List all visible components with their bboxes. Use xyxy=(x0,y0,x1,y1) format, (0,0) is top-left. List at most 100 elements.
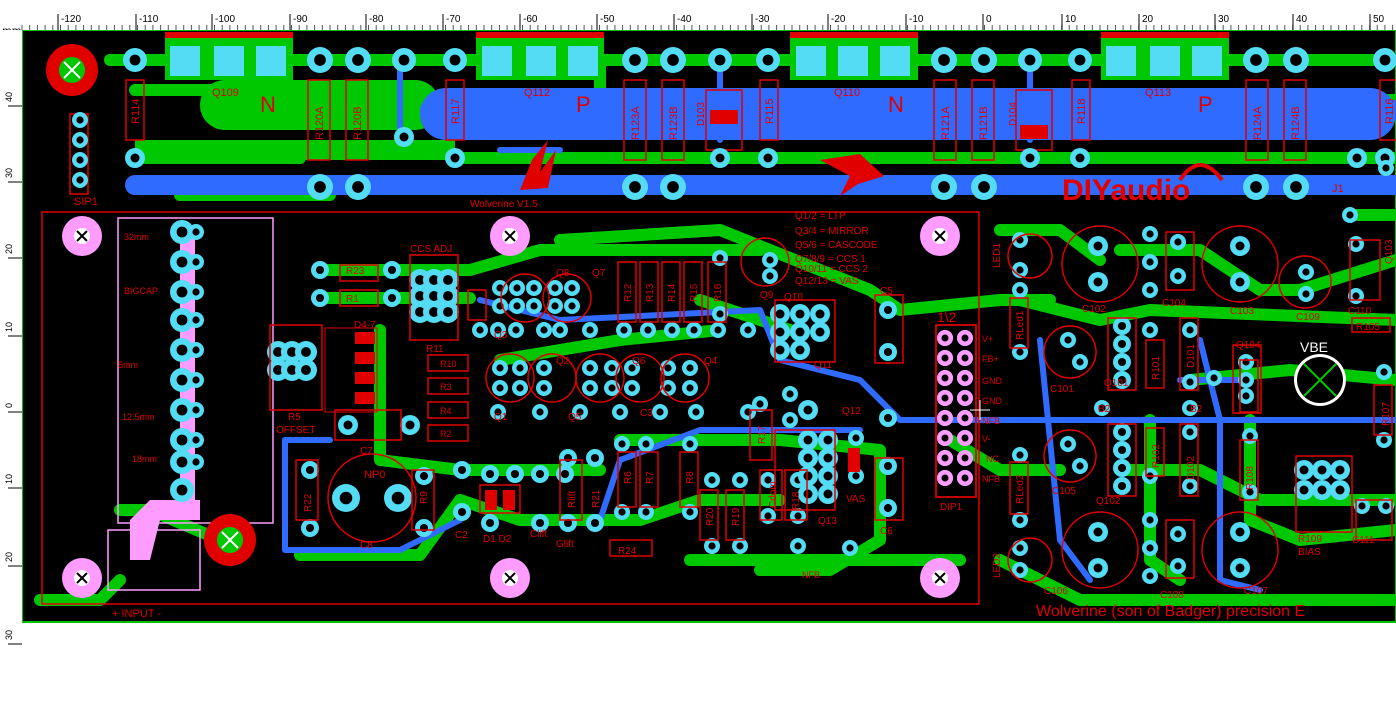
pad-hole xyxy=(1242,392,1250,400)
label-q5: Q5 xyxy=(568,412,582,423)
pad-hole xyxy=(305,523,315,533)
pad-hole xyxy=(608,384,616,392)
label-nfb: NFB xyxy=(802,570,820,580)
pad-hole xyxy=(628,384,636,392)
pad-hole xyxy=(1146,326,1154,334)
pad-hole xyxy=(1235,241,1245,251)
pad-hole xyxy=(618,440,626,448)
label-q11: Q11 xyxy=(814,360,833,371)
pad-hole xyxy=(130,153,140,163)
pad-hole xyxy=(852,472,860,480)
label-p1: P xyxy=(576,92,591,117)
pad-hole xyxy=(823,471,833,481)
pad-hole xyxy=(457,465,467,475)
pad-hole xyxy=(1016,566,1024,574)
ruler-tick-label: 20 xyxy=(4,244,14,254)
label-q110: Q110 xyxy=(834,87,860,99)
pad-hole xyxy=(449,54,461,66)
pad-hole xyxy=(667,181,679,193)
pad-hole xyxy=(301,365,311,375)
pad-hole xyxy=(586,364,594,372)
pad-hole xyxy=(1146,544,1154,552)
dip-pad-hole xyxy=(941,454,949,462)
label-r107: R107 xyxy=(1381,402,1392,426)
input-pour xyxy=(130,500,200,560)
pad-hole xyxy=(496,364,504,372)
pad-hole xyxy=(756,400,764,408)
pad-hole xyxy=(540,364,548,372)
label-r6: R6 xyxy=(623,471,634,484)
label-bias: BIAS xyxy=(1298,547,1321,558)
label-q103: Q103 xyxy=(1384,239,1395,264)
pcb-board-svg[interactable]: Q109 N Q112 P Q110 N Q113 P SIP1 Wolveri… xyxy=(21,29,1396,718)
label-rlift: Rlift xyxy=(567,491,578,508)
label-r12: R12 xyxy=(623,283,634,302)
pad-hole xyxy=(76,156,84,164)
pad-hole xyxy=(513,284,521,292)
label-dip-12: 1\2 xyxy=(937,309,957,325)
label-vbe: VBE xyxy=(1300,339,1328,355)
label-q1: Q1 xyxy=(494,412,508,423)
label-r115: R115 xyxy=(764,99,776,124)
diode-d103-body xyxy=(710,110,738,124)
ruler-tick-label: -110 xyxy=(139,14,159,25)
pad-hole xyxy=(629,54,641,66)
pad-hole xyxy=(716,310,724,318)
label-legend5: Q10/11 = CCS 2 xyxy=(795,264,868,275)
pad-hole xyxy=(476,326,484,334)
pad-hole xyxy=(794,542,802,550)
pad-hole xyxy=(415,275,425,285)
pad-hole xyxy=(429,291,439,301)
d2-body xyxy=(503,490,515,510)
pcb-canvas[interactable]: Q109 N Q112 P Q110 N Q113 P SIP1 Wolveri… xyxy=(21,29,1396,718)
pad-hole xyxy=(1235,277,1245,287)
pad-hole xyxy=(686,440,694,448)
pad-hole xyxy=(192,406,200,414)
pad-hole xyxy=(530,284,538,292)
label-5mm: 5mm xyxy=(118,360,138,370)
label-d104: D104 xyxy=(1008,102,1019,126)
ruler-tick-label: 50 xyxy=(1373,14,1385,25)
dip-pad-hole xyxy=(961,474,969,482)
ruler-tick-label: -60 xyxy=(523,14,538,25)
label-r121a: R121A xyxy=(940,106,952,140)
pad-hole xyxy=(563,453,573,463)
pad-hole xyxy=(192,288,200,296)
pad-hole xyxy=(387,265,397,275)
label-r16: R16 xyxy=(713,283,724,302)
pad-hole xyxy=(667,54,679,66)
label-r24: R24 xyxy=(618,546,637,557)
pad-hole xyxy=(443,275,453,285)
pad-hole xyxy=(686,508,694,516)
label-r9: R9 xyxy=(419,491,430,504)
pad-hole xyxy=(176,434,188,446)
dip-pad-hole xyxy=(941,394,949,402)
pad-hole xyxy=(1186,378,1194,386)
dip-pad-hole xyxy=(941,414,949,422)
pad-hole xyxy=(1352,240,1360,248)
pad-hole xyxy=(1075,153,1085,163)
bottom-pour xyxy=(420,88,1396,140)
dip-pad-hole xyxy=(961,414,969,422)
pad-hole xyxy=(510,469,520,479)
pad-hole xyxy=(563,518,573,528)
pad-hole xyxy=(736,476,744,484)
pad-hole xyxy=(1335,465,1345,475)
pad-hole xyxy=(1380,436,1388,444)
pad-hole xyxy=(1174,238,1182,246)
ruler-tick-label: 30 xyxy=(1218,14,1230,25)
pad-hole xyxy=(429,307,439,317)
pad-hole xyxy=(978,54,990,66)
label-diyaudio: DIYaudio xyxy=(1062,174,1190,207)
pad-hole xyxy=(795,327,805,337)
pad-hole xyxy=(1186,428,1194,436)
pad-hole xyxy=(516,364,524,372)
pad-hole xyxy=(287,347,297,357)
label-gnd2: GND xyxy=(982,396,1003,406)
label-footer: Wolverine (son of Badger) precision E xyxy=(1036,603,1305,620)
pad-hole xyxy=(708,476,716,484)
top-resistor-outlines xyxy=(69,79,1396,195)
